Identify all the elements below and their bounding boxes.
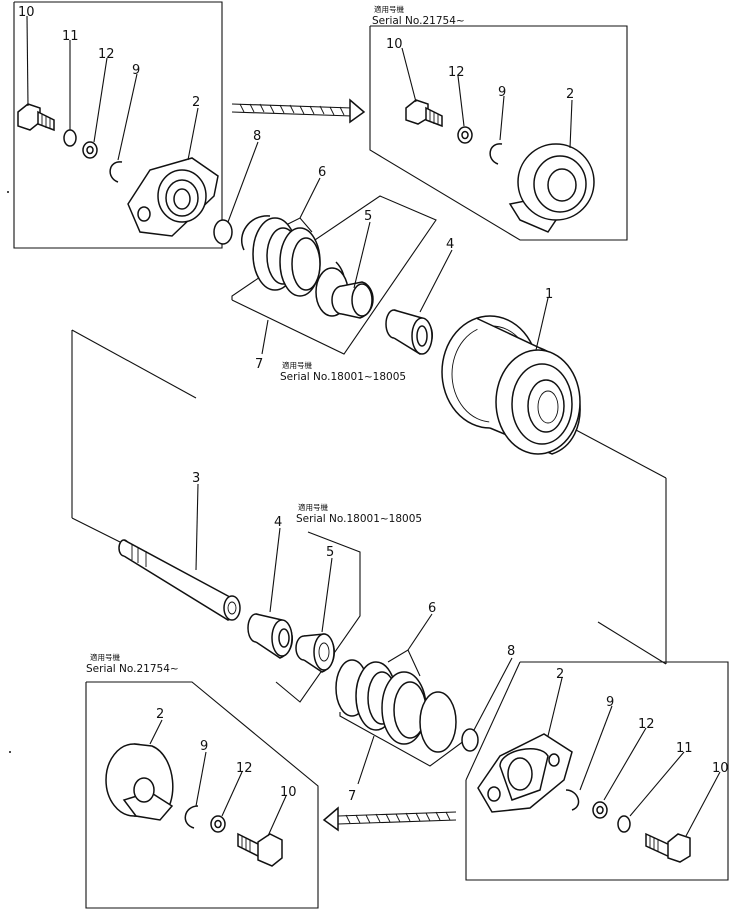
washer-part: [210, 815, 226, 833]
circlip-part: [565, 789, 580, 811]
callout-4: 4: [446, 237, 454, 252]
circlip-part: [489, 143, 503, 165]
serial-note: Serial No.18001~18005: [280, 371, 406, 383]
callout-10: 10: [280, 785, 297, 800]
floating-seal-part: [241, 215, 346, 305]
callout-10: 10: [386, 37, 403, 52]
callout-9: 9: [498, 85, 506, 100]
housing-part: [477, 733, 573, 813]
bolt-part: [237, 832, 283, 867]
bottom-left-detail-group: 適用号機 Serial No.21754~ 2 9 12 10: [85, 652, 319, 909]
bushing-part: [331, 281, 374, 319]
bolt-part: [645, 832, 691, 863]
callout-5: 5: [364, 209, 372, 224]
housing-part: [127, 157, 219, 237]
callout-6: 6: [318, 165, 326, 180]
serial-note: Serial No.18001~18005: [296, 513, 422, 525]
callout-8: 8: [253, 129, 261, 144]
callout-3: 3: [192, 471, 200, 486]
circlip-part: [109, 161, 123, 183]
bottom-left-detail-frame: [85, 681, 319, 909]
guide-line: [597, 621, 667, 665]
top-left-detail-frame: [13, 1, 223, 249]
circlip-part: [184, 805, 199, 829]
callout-6: 6: [428, 601, 436, 616]
serial-note-jp: 適用号機: [282, 360, 312, 370]
bushing-part: [295, 633, 335, 673]
guide-line: [71, 517, 125, 545]
bottom-right-detail-group: 2 9 12 11 10: [465, 661, 729, 881]
shaft-part: [118, 539, 241, 621]
callout-9: 9: [606, 695, 614, 710]
washer-part: [592, 801, 608, 819]
callout-10: 10: [712, 761, 729, 776]
collar-part: [247, 613, 293, 659]
serial-note: Serial No.21754~: [372, 15, 465, 27]
callout-8: 8: [507, 644, 515, 659]
upper-seal-group: 8 7 6 5: [213, 129, 454, 383]
callout-12: 12: [236, 761, 253, 776]
serial-note: Serial No.21754~: [86, 663, 179, 675]
guide-line: [71, 329, 197, 399]
washer-part: [457, 126, 473, 144]
collar-part: [385, 309, 433, 355]
callout-9: 9: [200, 739, 208, 754]
housing-part: [105, 743, 174, 821]
callout-2: 2: [556, 667, 564, 682]
callout-12: 12: [448, 65, 465, 80]
callout-5: 5: [326, 545, 334, 560]
snap-ring-part: [617, 815, 631, 833]
callout-12: 12: [98, 47, 115, 62]
callout-11: 11: [62, 29, 79, 44]
guide-line: [575, 429, 667, 479]
callout-2: 2: [566, 87, 574, 102]
callout-9: 9: [132, 63, 140, 78]
callout-12: 12: [638, 717, 655, 732]
top-right-detail-frame: [369, 25, 628, 241]
bolt-part: [405, 99, 443, 128]
top-left-detail-group: 10 11 12 9 2: [13, 1, 223, 249]
o-ring-part: [213, 219, 233, 245]
o-ring-part: [461, 728, 479, 752]
callout-11: 11: [676, 741, 693, 756]
callout-10: 10: [18, 5, 35, 20]
callout-2: 2: [156, 707, 164, 722]
serial-note-jp: 適用号機: [298, 502, 328, 512]
callout-7: 7: [255, 357, 263, 372]
lower-seal-group: 4 適用号機 Serial No.18001~18005 5 6 7: [247, 502, 515, 804]
speck: [7, 191, 9, 193]
serial-note-jp: 適用号機: [90, 652, 120, 662]
washer-part: [82, 141, 98, 159]
callout-4: 4: [274, 515, 282, 530]
bolt-part: [17, 103, 55, 132]
roller-part: [441, 315, 581, 455]
speck: [9, 751, 11, 753]
floating-seal-part: [335, 659, 457, 753]
right-arrow-top: [231, 98, 366, 124]
left-arrow-bottom: [322, 806, 457, 832]
housing-part: [508, 143, 595, 233]
callout-1: 1: [545, 287, 553, 302]
snap-ring-part: [63, 129, 77, 147]
serial-note-jp: 適用号機: [374, 4, 404, 14]
callout-7: 7: [348, 789, 356, 804]
callout-2: 2: [192, 95, 200, 110]
top-right-detail-group: 適用号機 Serial No.21754~ 10 12 9 2: [369, 4, 628, 241]
bottom-right-detail-frame: [465, 661, 729, 881]
